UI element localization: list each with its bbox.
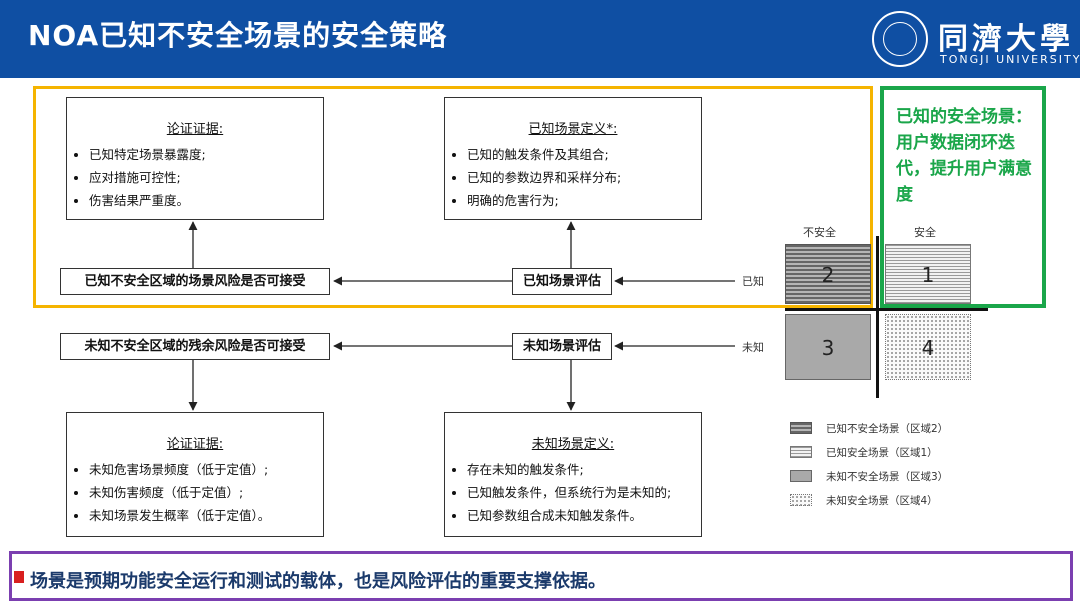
unknown-argument-title: 论证证据: [166, 437, 224, 452]
university-logo-en: TONGJI UNIVERSITY [940, 53, 1080, 66]
safe-known-frame [880, 86, 1046, 308]
page-title: NOA已知不安全场景的安全策略 [28, 19, 448, 52]
list-item: 已知特定场景暴露度; [89, 143, 323, 166]
known-section-frame [33, 86, 873, 308]
legend-swatch-1 [790, 446, 812, 458]
quadrant-3: 3 [785, 314, 871, 380]
legend-swatch-3 [790, 470, 812, 482]
quadrant-4: 4 [885, 314, 971, 380]
known-argument-box: 论证证据: 已知特定场景暴露度; 应对措施可控性; 伤害结果严重度。 [66, 97, 324, 220]
unknown-argument-box: 论证证据: 未知危害场景频度（低于定值）; 未知伤害频度（低于定值）; 未知场景… [66, 412, 324, 537]
legend-swatch-4 [790, 494, 812, 506]
known-eval-label: 已知场景评估 [512, 268, 612, 295]
row-label-known: 已知 [742, 275, 764, 288]
known-definition-box: 已知场景定义*: 已知的触发条件及其组合; 已知的参数边界和采样分布; 明确的危… [444, 97, 702, 220]
legend-label-2: 已知不安全场景（区域2） [826, 423, 949, 435]
known-argument-title: 论证证据: [166, 122, 224, 137]
list-item: 已知的参数边界和采样分布; [467, 166, 701, 189]
known-definition-title: 已知场景定义*: [528, 122, 618, 137]
col-label-safe: 安全 [914, 226, 936, 239]
list-item: 已知的触发条件及其组合; [467, 143, 701, 166]
bullet-marker-icon [14, 571, 24, 583]
list-item: 已知参数组合成未知触发条件。 [467, 504, 701, 527]
legend-label-1: 已知安全场景（区域1） [826, 447, 938, 459]
quadrant-1-number: 1 [921, 263, 935, 287]
footer-statement: 场景是预期功能安全运行和测试的载体，也是风险评估的重要支撑依据。 [30, 571, 606, 592]
known-risk-label: 已知不安全区域的场景风险是否可接受 [60, 268, 330, 295]
list-item: 明确的危害行为; [467, 189, 701, 212]
col-label-unsafe: 不安全 [803, 226, 836, 239]
list-item: 已知触发条件，但系统行为是未知的; [467, 481, 701, 504]
row-label-unknown: 未知 [742, 341, 764, 354]
university-emblem-icon [872, 11, 928, 67]
list-item: 未知伤害频度（低于定值）; [89, 481, 323, 504]
unknown-eval-label: 未知场景评估 [512, 333, 612, 360]
list-item: 未知场景发生概率（低于定值）。 [89, 504, 323, 527]
list-item: 存在未知的触发条件; [467, 458, 701, 481]
quadrant-2: 2 [785, 244, 871, 304]
unknown-definition-box: 未知场景定义: 存在未知的触发条件; 已知触发条件，但系统行为是未知的; 已知参… [444, 412, 702, 537]
legend-label-4: 未知安全场景（区域4） [826, 495, 938, 507]
quadrant-2-number: 2 [821, 263, 835, 287]
unknown-risk-label: 未知不安全区域的残余风险是否可接受 [60, 333, 330, 360]
list-item: 应对措施可控性; [89, 166, 323, 189]
quadrant-horizontal-axis [785, 308, 988, 311]
quadrant-vertical-axis [876, 236, 879, 398]
footer-frame [9, 551, 1073, 601]
list-item: 未知危害场景频度（低于定值）; [89, 458, 323, 481]
university-logo-cn: 同濟大學 [938, 22, 1074, 57]
quadrant-1: 1 [885, 244, 971, 304]
quadrant-4-number: 4 [921, 336, 935, 360]
legend-label-3: 未知不安全场景（区域3） [826, 471, 949, 483]
quadrant-3-number: 3 [821, 336, 835, 360]
unknown-definition-title: 未知场景定义: [531, 437, 615, 452]
safe-known-note: 已知的安全场景：用户数据闭环迭代，提升用户满意度 [896, 107, 1032, 205]
legend-swatch-2 [790, 422, 812, 434]
list-item: 伤害结果严重度。 [89, 189, 323, 212]
